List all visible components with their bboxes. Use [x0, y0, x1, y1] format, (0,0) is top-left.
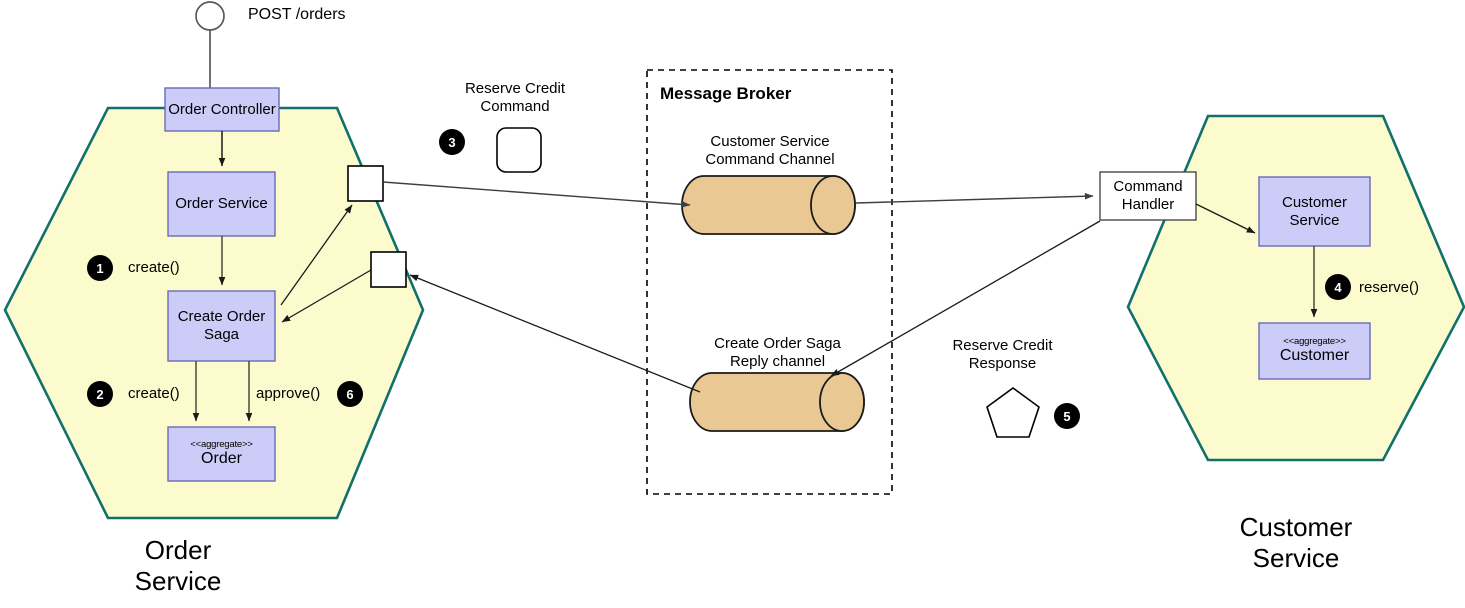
customer-aggregate-labels: <<aggregate>> Customer	[1259, 323, 1370, 379]
order-service-outbound-port[interactable]	[347, 165, 384, 202]
arrow-command-channel-to-handler	[855, 192, 1094, 204]
arrow-reply-channel-to-port	[409, 274, 701, 393]
command-handler-label: Command Handler	[1113, 178, 1183, 213]
step-badge-4: 4	[1325, 274, 1351, 300]
arrow-inbound-port-to-saga	[281, 269, 372, 323]
customer-service-hexagon	[1126, 114, 1465, 462]
create-order-saga-label: Create Order Saga	[177, 308, 266, 343]
customer-aggregate-box[interactable]	[1258, 322, 1371, 380]
order-controller-label: Order Controller	[168, 100, 276, 118]
arrow-handler-to-reply-channel	[830, 220, 1101, 377]
customer-aggregate-stereotype: <<aggregate>>	[1283, 335, 1346, 347]
step-badge-3: 3	[439, 129, 465, 155]
step-badge-2: 2	[87, 381, 113, 407]
order-aggregate-stereotype: <<aggregate>>	[190, 438, 253, 450]
order-service-inbound-port[interactable]	[370, 251, 407, 288]
order-controller-box[interactable]	[164, 87, 280, 132]
step-badge-6: 6	[337, 381, 363, 407]
arrow-handler-to-customer-service	[1195, 203, 1256, 234]
reserve-credit-response-shape	[986, 387, 1040, 438]
order-aggregate-name: Order	[201, 450, 242, 468]
order-aggregate-labels: <<aggregate>> Order	[168, 427, 275, 481]
command-handler-box[interactable]	[1099, 171, 1197, 221]
arrow-port-to-command-channel	[382, 181, 691, 208]
message-broker-container	[646, 69, 893, 495]
order-service-label: Order Service	[175, 195, 268, 213]
arrow-saga-to-outbound-port	[280, 204, 353, 306]
reserve-credit-command-shape	[496, 127, 542, 173]
customer-service-command-channel-shape[interactable]	[681, 175, 856, 235]
create-order-saga-box[interactable]	[167, 290, 276, 362]
order-service-box[interactable]	[167, 171, 276, 237]
step-badge-5: 5	[1054, 403, 1080, 429]
create-order-saga-reply-channel-shape[interactable]	[689, 372, 865, 432]
step-badge-1: 1	[87, 255, 113, 281]
customer-service-label: Customer Service	[1281, 193, 1348, 229]
customer-aggregate-name: Customer	[1279, 347, 1350, 365]
customer-service-box[interactable]	[1258, 176, 1371, 247]
circle-endpoint-icon	[195, 1, 225, 31]
order-aggregate-box[interactable]	[167, 426, 276, 482]
